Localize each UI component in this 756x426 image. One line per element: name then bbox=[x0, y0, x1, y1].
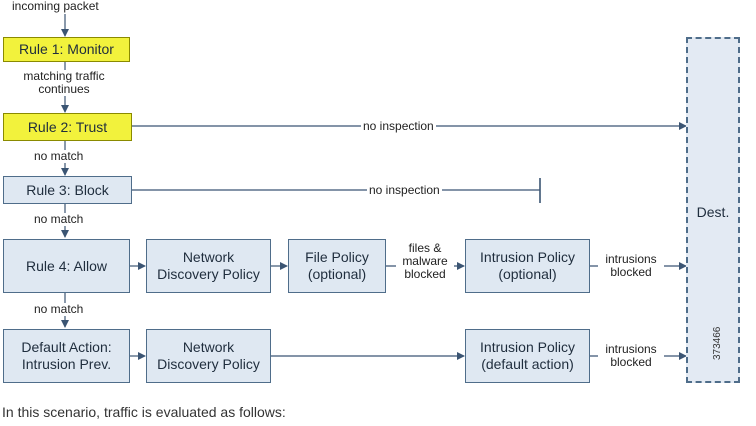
intrusion-default-line1: Intrusion Policy bbox=[480, 339, 575, 355]
rule4-label: Rule 4: Allow bbox=[26, 257, 107, 274]
rule2-label: Rule 2: Trust bbox=[27, 118, 108, 135]
scenario-caption: In this scenario, traffic is evaluated a… bbox=[2, 404, 286, 420]
intrusion-optional-line2: (optional) bbox=[498, 266, 557, 282]
destination-box: Dest. bbox=[686, 37, 740, 383]
rule2-trust-box: Rule 2: Trust bbox=[3, 113, 132, 141]
no-match-label-1: no match bbox=[34, 149, 84, 163]
intrusions-blocked2-line1: intrusions bbox=[598, 343, 664, 356]
intrusion-default-line2: (default action) bbox=[481, 356, 574, 372]
network-discovery2-line2: Discovery Policy bbox=[157, 356, 260, 372]
intrusions-blocked2-line2: blocked bbox=[598, 356, 664, 369]
default-action-line2: Intrusion Prev. bbox=[21, 356, 112, 372]
no-match-label-2: no match bbox=[34, 212, 84, 226]
files-malware-blocked-label: files & malware blocked bbox=[396, 242, 454, 281]
rule1-monitor-box: Rule 1: Monitor bbox=[3, 37, 130, 62]
rule3-no-inspection-label: no inspection bbox=[367, 183, 442, 197]
rule4-allow-box: Rule 4: Allow bbox=[3, 239, 130, 293]
figure-id: 373466 bbox=[712, 326, 723, 360]
files-blocked-line2: malware bbox=[396, 255, 454, 268]
intrusions-blocked1-line1: intrusions bbox=[598, 253, 664, 266]
matching-traffic-line1: matching traffic bbox=[23, 69, 105, 83]
intrusions-blocked-label-2: intrusions blocked bbox=[598, 343, 664, 369]
incoming-packet-label: incoming packet bbox=[12, 0, 99, 13]
network-discovery-box: Network Discovery Policy bbox=[146, 239, 271, 293]
file-policy-line2: (optional) bbox=[307, 266, 367, 282]
matching-traffic-label: matching traffic continues bbox=[14, 70, 114, 96]
file-policy-line1: File Policy bbox=[305, 249, 369, 265]
intrusion-policy-default-box: Intrusion Policy (default action) bbox=[465, 329, 590, 383]
default-action-line1: Default Action: bbox=[21, 339, 112, 355]
matching-traffic-line2: continues bbox=[38, 82, 90, 96]
network-discovery-box-2: Network Discovery Policy bbox=[146, 329, 271, 383]
rule2-no-inspection-label: no inspection bbox=[361, 119, 436, 133]
network-discovery2-line1: Network bbox=[182, 339, 235, 355]
rule3-label: Rule 3: Block bbox=[26, 181, 109, 198]
files-blocked-line3: blocked bbox=[396, 268, 454, 281]
network-discovery-line1: Network bbox=[182, 249, 235, 265]
rule3-block-box: Rule 3: Block bbox=[3, 176, 132, 204]
intrusion-policy-optional-box: Intrusion Policy (optional) bbox=[465, 239, 590, 293]
intrusions-blocked1-line2: blocked bbox=[598, 266, 664, 279]
intrusions-blocked-label-1: intrusions blocked bbox=[598, 253, 664, 279]
file-policy-box: File Policy (optional) bbox=[288, 239, 386, 293]
dest-label: Dest. bbox=[696, 204, 730, 220]
rule1-label: Rule 1: Monitor bbox=[19, 41, 114, 57]
intrusion-optional-line1: Intrusion Policy bbox=[480, 249, 575, 265]
network-discovery-line2: Discovery Policy bbox=[157, 266, 260, 282]
no-match-label-3: no match bbox=[34, 302, 84, 316]
files-blocked-line1: files & bbox=[396, 242, 454, 255]
default-action-box: Default Action: Intrusion Prev. bbox=[3, 329, 130, 383]
